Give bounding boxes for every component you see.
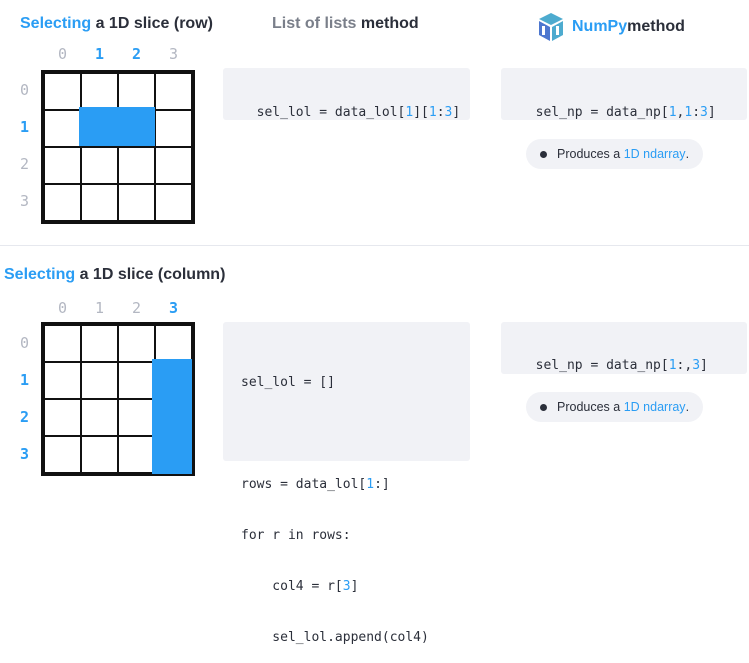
code-text: ][	[413, 105, 429, 120]
grid-cell	[44, 436, 81, 473]
bottom-row-index: 0	[19, 334, 30, 352]
grid-cell	[155, 184, 192, 221]
lol-method-title: List of lists method	[272, 15, 419, 32]
top-row-index: 2	[19, 155, 30, 173]
grid-cell	[155, 73, 192, 110]
bottom-col-index: 1	[94, 299, 105, 317]
grid-cell	[118, 399, 155, 436]
grid-cell	[155, 325, 192, 362]
top-lol-code-block: sel_lol = data_lol[1][1:3]	[223, 68, 470, 120]
code-line: col4 = r[3]	[241, 578, 470, 595]
code-number: 1	[428, 105, 437, 120]
grid-cell	[44, 399, 81, 436]
top-row-index: 1	[19, 118, 30, 136]
bottom-col-index: 3	[168, 299, 179, 317]
code-text: col4 = r[	[241, 579, 343, 594]
grid-cell	[81, 147, 118, 184]
grid-cell	[81, 325, 118, 362]
top-result-pill: Produces a 1D ndarray.	[526, 139, 704, 169]
grid-cell	[44, 362, 81, 399]
code-number: 1	[668, 105, 677, 120]
code-text: :,	[676, 358, 693, 373]
code-number: 3	[692, 358, 701, 373]
code-text: ]	[700, 358, 708, 373]
top-selection-highlight	[79, 107, 155, 146]
top-array-grid	[41, 70, 195, 224]
code-number: 3	[700, 105, 708, 120]
code-line: sel_lol = data_lol[1][1:3]	[257, 105, 461, 120]
code-number: 1	[668, 358, 677, 373]
grid-cell	[44, 184, 81, 221]
code-text: sel_np = data_np[	[535, 358, 669, 373]
top-section-title: Selecting a 1D slice (row)	[20, 15, 213, 32]
code-text: rows = data_lol[	[241, 477, 367, 492]
code-text: :]	[374, 477, 390, 492]
bottom-row-index: 2	[19, 408, 30, 426]
grid-cell	[81, 436, 118, 473]
code-text: ]	[452, 105, 461, 120]
grid-cell	[81, 362, 118, 399]
code-line: rows = data_lol[1:]	[241, 476, 470, 493]
code-number: 1	[684, 105, 693, 120]
bottom-section-title: Selecting a 1D slice (column)	[4, 266, 226, 283]
bottom-col-index: 2	[131, 299, 142, 317]
bullet-icon	[540, 150, 547, 158]
code-line: sel_np = data_np[1:,3]	[536, 358, 708, 373]
bottom-selection-highlight	[152, 359, 192, 474]
code-number: 1	[366, 477, 375, 492]
code-line: for r in rows:	[241, 527, 470, 544]
top-row-index: 0	[19, 81, 30, 99]
bullet-icon	[540, 403, 547, 411]
top-col-index: 2	[131, 45, 142, 63]
bottom-numpy-code-block: sel_np = data_np[1:,3]	[501, 322, 747, 374]
top-row-index: 3	[19, 192, 30, 210]
code-text: ]	[350, 579, 359, 594]
grid-cell	[118, 184, 155, 221]
bottom-col-index: 0	[57, 299, 68, 317]
grid-cell	[44, 110, 81, 147]
numpy-method-title: NumPy method	[535, 11, 685, 43]
grid-cell	[118, 325, 155, 362]
code-text: :	[436, 105, 445, 120]
code-line: sel_lol = []	[241, 374, 470, 391]
grid-cell	[81, 184, 118, 221]
code-text: :	[692, 105, 701, 120]
numpy-logo-icon	[539, 13, 563, 41]
code-text: ,	[676, 105, 685, 120]
bottom-result-pill: Produces a 1D ndarray.	[526, 392, 704, 422]
grid-cell	[44, 325, 81, 362]
grid-cell	[44, 147, 81, 184]
grid-cell	[118, 73, 155, 110]
section-divider	[0, 245, 749, 246]
bottom-lol-code-block: sel_lol = [] rows = data_lol[1:] for r i…	[223, 322, 470, 645]
code-text: sel_lol.append(col4)	[241, 630, 429, 645]
grid-cell	[118, 147, 155, 184]
bottom-row-index: 3	[19, 445, 30, 463]
grid-cell	[155, 110, 192, 147]
top-col-index: 3	[168, 45, 179, 63]
grid-cell	[81, 399, 118, 436]
code-text: for r in rows:	[241, 528, 351, 543]
grid-cell	[118, 436, 155, 473]
top-numpy-code-block: sel_np = data_np[1,1:3]	[501, 68, 747, 120]
code-line: sel_lol.append(col4)	[241, 629, 470, 646]
top-col-index: 1	[94, 45, 105, 63]
bottom-row-index: 1	[19, 371, 30, 389]
top-col-index: 0	[57, 45, 68, 63]
code-text: ]	[707, 105, 716, 120]
grid-cell	[118, 362, 155, 399]
code-text: sel_lol = []	[241, 375, 335, 390]
code-text: sel_lol = data_lol[	[256, 105, 406, 120]
code-line	[241, 425, 470, 442]
code-text: sel_np = data_np[	[535, 105, 669, 120]
grid-cell	[81, 73, 118, 110]
grid-cell	[44, 73, 81, 110]
code-number: 3	[342, 579, 351, 594]
grid-cell	[155, 147, 192, 184]
code-number: 3	[444, 105, 453, 120]
code-number: 1	[405, 105, 414, 120]
code-line: sel_np = data_np[1,1:3]	[536, 105, 716, 120]
